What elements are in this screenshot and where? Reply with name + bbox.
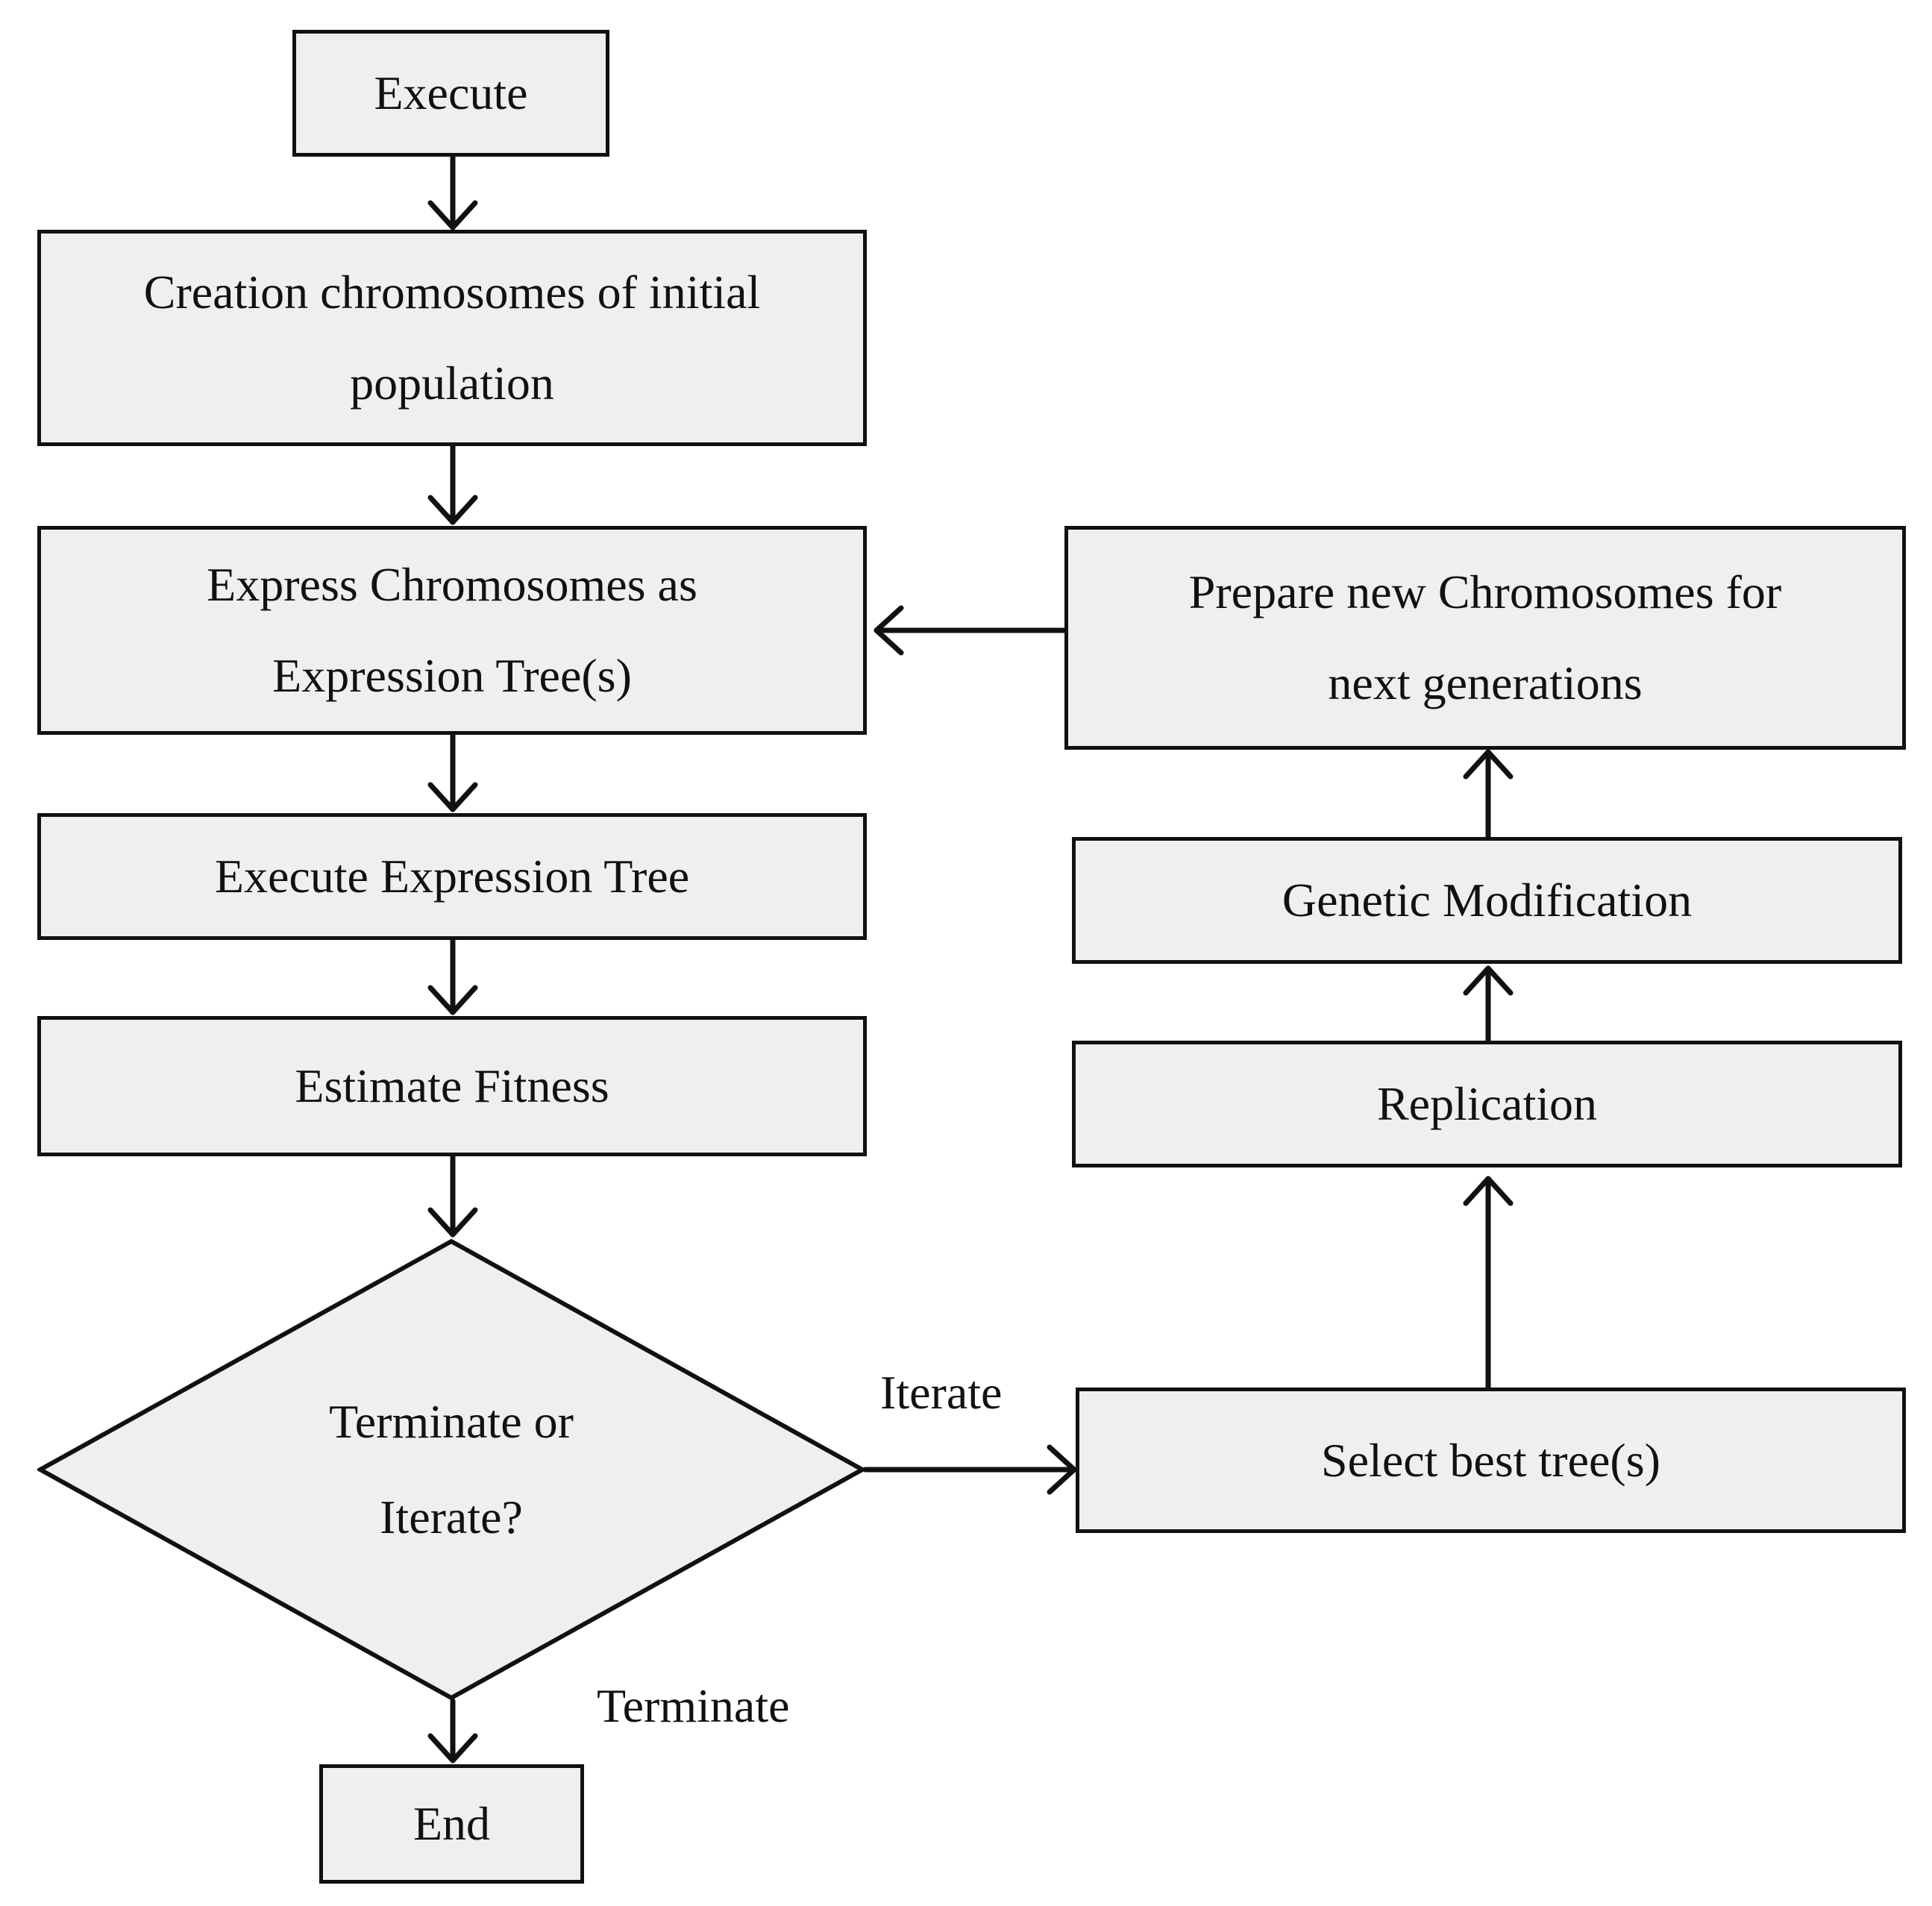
- node-select: Select best tree(s): [1076, 1388, 1906, 1533]
- node-decision-line-1: Terminate or: [329, 1395, 574, 1448]
- edge-label-iterate: Iterate: [880, 1366, 1003, 1419]
- node-end-label: End: [413, 1797, 491, 1851]
- node-express: Express Chromosomes as Expression Tree(s…: [37, 526, 867, 735]
- node-creation: Creation chromosomes of initial populati…: [37, 230, 867, 446]
- node-prepare-line-2: next generations: [1328, 656, 1643, 709]
- node-execute-label: Execute: [374, 66, 528, 120]
- node-replication: Replication: [1072, 1041, 1902, 1167]
- edge-label-terminate: Terminate: [597, 1679, 790, 1732]
- node-decision: Terminate or Iterate?: [37, 1238, 865, 1701]
- node-select-label: Select best tree(s): [1321, 1433, 1660, 1487]
- node-genetic-label: Genetic Modification: [1282, 874, 1693, 927]
- node-prepare-line-1: Prepare new Chromosomes for: [1188, 565, 1782, 619]
- node-decision-line-2: Iterate?: [380, 1490, 523, 1543]
- node-genetic: Genetic Modification: [1072, 837, 1902, 964]
- node-execute: Execute: [292, 30, 609, 157]
- node-execute-tree-label: Execute Expression Tree: [214, 850, 690, 903]
- node-estimate: Estimate Fitness: [37, 1016, 867, 1156]
- node-creation-line-1: Creation chromosomes of initial: [143, 266, 761, 319]
- node-replication-label: Replication: [1376, 1077, 1598, 1131]
- node-express-line-2: Expression Tree(s): [272, 649, 632, 702]
- node-estimate-label: Estimate Fitness: [295, 1059, 609, 1113]
- node-creation-line-2: population: [350, 357, 554, 410]
- node-execute-tree: Execute Expression Tree: [37, 813, 867, 940]
- node-express-line-1: Express Chromosomes as: [207, 558, 697, 612]
- decision-diamond-shape: [37, 1238, 865, 1701]
- node-end: End: [319, 1764, 584, 1884]
- node-prepare: Prepare new Chromosomes for next generat…: [1064, 526, 1906, 750]
